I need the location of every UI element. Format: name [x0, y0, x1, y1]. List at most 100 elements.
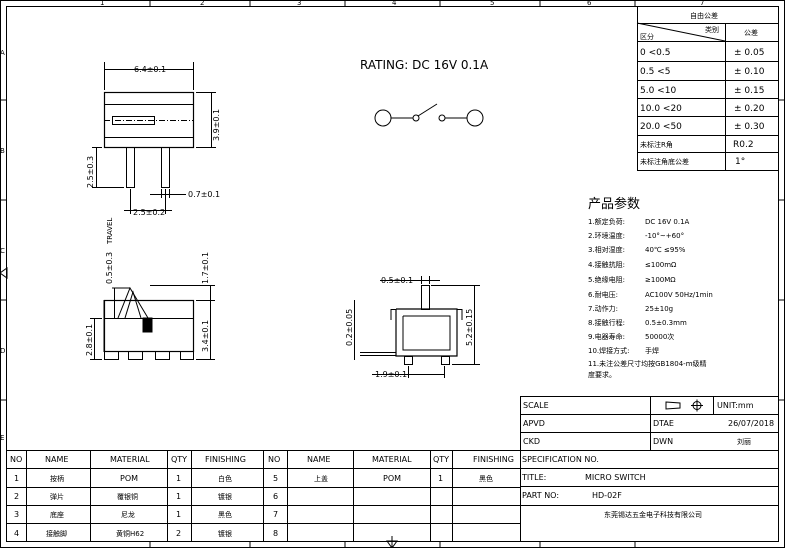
- bom-header-qty: QTY: [171, 455, 187, 464]
- end-view: [354, 276, 480, 378]
- bom-row-qty: 1: [176, 492, 181, 501]
- apvd-label: APVD: [523, 419, 545, 428]
- bom-row-name: 按柄: [50, 474, 64, 483]
- tol-r-label: 未标注R角: [640, 140, 673, 149]
- bom-row-no: 2: [14, 492, 19, 501]
- bom-row-no: 6: [273, 492, 278, 501]
- ckd-label: CKD: [523, 437, 540, 446]
- param-label: 3.相对湿度:: [588, 245, 625, 254]
- bom-row-finishing: 黑色: [218, 510, 232, 519]
- param-value: -10°~+60°: [645, 232, 684, 240]
- bom-row-finishing: 镀银: [218, 492, 232, 501]
- bom-header-material: MATERIAL: [110, 455, 150, 464]
- bom-row-qty: 1: [176, 474, 181, 483]
- bom-row-name: 接触脚: [46, 529, 67, 538]
- bom-header-finishing: FINISHING: [473, 455, 514, 464]
- travel-label: TRAVEL: [106, 218, 114, 245]
- tolerance-header-category: 类别: [705, 25, 719, 34]
- params-title: 产品参数: [588, 196, 640, 212]
- param-value: DC 16V 0.1A: [645, 218, 690, 226]
- bom-row-qty: 2: [176, 529, 181, 538]
- frame-letter-c: C: [0, 247, 5, 255]
- frame-letter-d: D: [0, 347, 5, 355]
- param-label: 9.电器寿命:: [588, 332, 625, 341]
- param-label: 6.耐电压:: [588, 290, 618, 299]
- params-list: 1.额定负荷: DC 16V 0.1A 2.环境温度: -10°~+60° 3.…: [588, 217, 713, 379]
- frame-number-7: 7: [700, 0, 704, 7]
- param-value: ≤100mΩ: [645, 261, 677, 269]
- projection-icon: [665, 399, 703, 412]
- tol-value: ± 0.30: [734, 122, 765, 132]
- dim-side-left: 2.8±0.1: [85, 324, 94, 356]
- param-label: 10.焊接方式:: [588, 346, 630, 355]
- param-note: 度要求。: [588, 370, 616, 379]
- bom-row-material: POM: [383, 474, 401, 483]
- tol-value: ± 0.05: [734, 48, 764, 58]
- tol-range: 10.0 <20: [640, 104, 682, 114]
- bom-header-no: NO: [268, 455, 280, 464]
- side-view: [90, 285, 215, 360]
- bom-row-material: 黄铜H62: [116, 529, 144, 538]
- part-label: PART NO:: [522, 491, 559, 500]
- tol-r-value: R0.2: [733, 140, 754, 150]
- frame-number-1: 1: [100, 0, 104, 7]
- bom-header-finishing: FINISHING: [205, 455, 246, 464]
- bom-header-name: NAME: [45, 455, 68, 464]
- tol-range: 20.0 <50: [640, 122, 682, 132]
- dim-top-width: 6.4±0.1: [134, 65, 166, 74]
- bom-header-no: NO: [10, 455, 22, 464]
- param-label: 5.绝缘电阻:: [588, 275, 625, 284]
- tol-value: ± 0.20: [734, 104, 765, 114]
- spec-label: SPECIFICATION NO.: [522, 455, 599, 464]
- frame-number-6: 6: [587, 0, 592, 7]
- tol-value: ± 0.10: [734, 67, 765, 77]
- bom-row-no: 1: [14, 474, 19, 483]
- bom-row-material: POM: [120, 474, 138, 483]
- company-name: 东莞锡达五金电子科技有限公司: [604, 510, 702, 519]
- dim-side-right: 3.4±0.1: [201, 320, 210, 352]
- frame-number-2: 2: [200, 0, 204, 7]
- param-value: 0.5±0.3mm: [645, 319, 687, 327]
- dim-pin-width: 0.7±0.1: [188, 190, 220, 199]
- tol-range: 5.0 <10: [640, 86, 676, 96]
- frame-letter-b: B: [0, 147, 5, 155]
- rating-text: RATING: DC 16V 0.1A: [360, 58, 489, 72]
- param-label: 1.额定负荷:: [588, 217, 625, 226]
- tolerance-header-tol: 公差: [744, 28, 758, 37]
- tol-range: 0.5 <5: [640, 67, 670, 77]
- date-value: 26/07/2018: [728, 419, 774, 428]
- dwn-value: 刘丽: [737, 437, 751, 446]
- tolerance-table: [636, 6, 779, 171]
- date-label: DTAE: [653, 419, 674, 428]
- dim-pin-pitch: 2.5±0.2: [133, 208, 165, 217]
- frame-number-4: 4: [392, 0, 397, 7]
- bom-header-material: MATERIAL: [372, 455, 412, 464]
- unit-label: UNIT:mm: [717, 401, 754, 410]
- dim-top-height: 3.9±0.1: [212, 109, 221, 141]
- part-value: HD-02F: [592, 491, 622, 500]
- dim-travel: 0.5±0.3: [105, 252, 114, 284]
- bom-row-qty: 1: [176, 510, 181, 519]
- bom-row-finishing: 白色: [218, 474, 232, 483]
- param-value: 手焊: [645, 346, 659, 355]
- param-label: 2.环境温度:: [588, 231, 625, 240]
- top-view: [92, 62, 216, 214]
- param-note: 11.未注公差尺寸均按GB1804-m级精: [588, 359, 707, 368]
- param-value: AC100V 50Hz/1min: [645, 291, 713, 299]
- tolerance-header-range: 区分: [640, 32, 654, 41]
- dim-end-right: 5.2±0.15: [465, 309, 474, 346]
- dwn-label: DWN: [653, 437, 673, 446]
- bom-header-name: NAME: [307, 455, 330, 464]
- frame-letter-e: E: [0, 434, 4, 442]
- param-value: 40℃ ≤95%: [645, 246, 686, 254]
- tol-angle-value: 1°: [735, 157, 745, 167]
- tolerance-title: 自由公差: [690, 11, 718, 20]
- dim-end-top: 0.5±0.1: [381, 276, 413, 285]
- tol-value: ± 0.15: [734, 86, 764, 96]
- bom-row-finishing: 镀银: [218, 529, 232, 538]
- frame-letter-a: A: [0, 49, 5, 57]
- bom-row-no: 4: [14, 529, 19, 538]
- param-value: ≥100MΩ: [645, 276, 676, 284]
- title-block: [520, 396, 779, 542]
- param-value: 50000次: [645, 332, 674, 341]
